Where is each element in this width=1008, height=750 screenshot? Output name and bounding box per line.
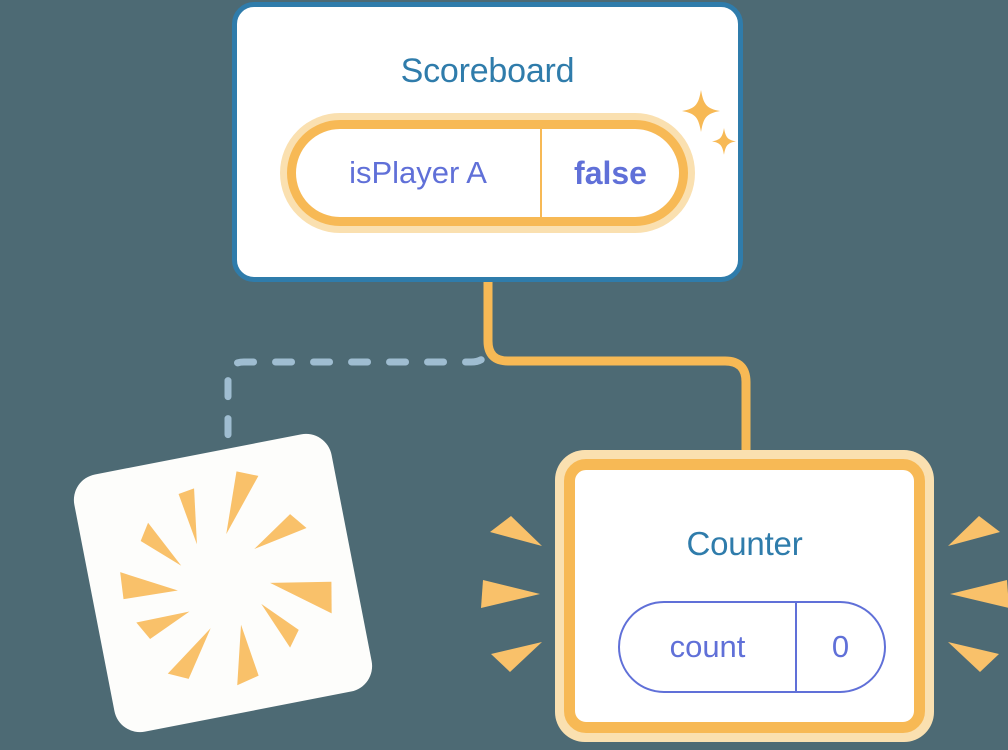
scoreboard-state-value: false: [574, 154, 647, 191]
scoreboard-pill-divider: [540, 129, 542, 217]
connector-solid-scoreboard-to-counter: [483, 280, 751, 462]
blank-card[interactable]: [69, 429, 377, 737]
counter-card[interactable]: Counter count 0: [555, 450, 934, 742]
connector-dashed-scoreboard-to-blank-card: [224, 282, 492, 496]
scoreboard-title: Scoreboard: [400, 52, 575, 90]
counter-title: Counter: [686, 525, 803, 562]
scoreboard-card[interactable]: Scoreboard isPlayer A false: [232, 2, 743, 282]
counter-state-pill[interactable]: count 0: [618, 601, 886, 693]
scoreboard-state-pill-glow: isPlayer A false: [280, 113, 695, 233]
scoreboard-state-pill[interactable]: isPlayer A false: [287, 120, 688, 226]
counter-state-value: 0: [831, 629, 850, 664]
counter-pill-divider: [795, 603, 797, 691]
counter-state-key: count: [669, 629, 746, 664]
counter-card-inner: Counter count 0: [564, 459, 925, 733]
scoreboard-state-key: isPlayer A: [349, 155, 487, 190]
